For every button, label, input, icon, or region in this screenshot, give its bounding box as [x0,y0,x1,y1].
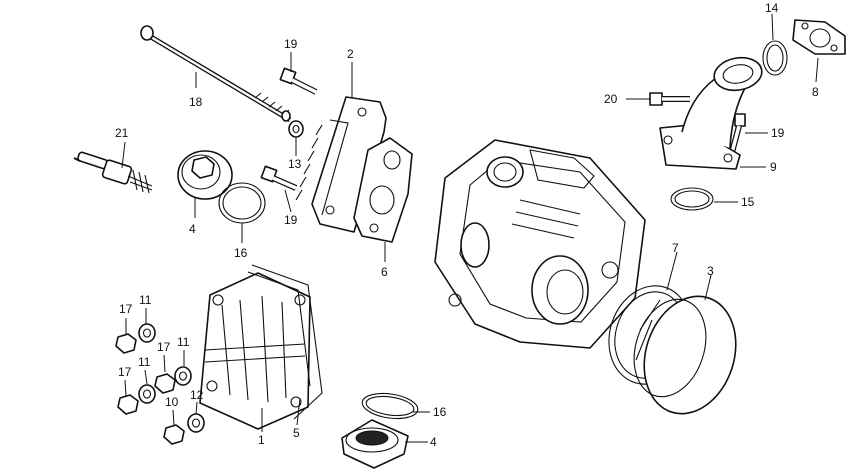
callout-2: 2 [347,47,354,61]
part-11-washer-b [138,384,156,404]
part-6-gasket [353,137,413,243]
part-14-o-ring [762,40,788,76]
callout-21: 21 [115,126,129,140]
callout-19-mid: 19 [284,213,298,227]
callout-6: 6 [381,265,388,279]
part-13-washer [288,120,304,138]
part-5-cover-gasket [247,264,323,420]
callout-9: 9 [770,160,777,174]
callout-labels: 21 18 4 16 19 13 19 2 6 1 5 16 4 7 3 15 … [115,1,819,449]
part-21-spark-plug [73,151,153,194]
callout-17-c: 17 [118,365,132,379]
cylinder-head [434,139,646,349]
part-11-washer-c [174,366,192,386]
callout-3: 3 [707,264,714,278]
callout-5: 5 [293,426,300,440]
part-1-head-cover [199,272,311,430]
callout-4-upper: 4 [189,222,196,236]
leader-lines [121,13,819,443]
callout-19-right: 19 [771,126,785,140]
callout-18: 18 [189,95,203,109]
part-8-insulator [792,19,846,55]
callout-15: 15 [741,195,755,209]
callout-4-lower: 4 [430,435,437,449]
callout-13: 13 [288,157,302,171]
part-17-nut-c [117,394,139,415]
callout-8: 8 [812,85,819,99]
part-19-bolt-mid [260,165,298,191]
part-12-washer [187,413,205,433]
part-4-tappet-cap-upper [177,150,233,200]
callout-1: 1 [258,433,265,447]
callout-16-lower: 16 [433,405,447,419]
part-11-washer-a [138,323,156,343]
part-20-bolt [649,92,690,106]
callout-17-a: 17 [119,302,133,316]
callout-16-upper: 16 [234,246,248,260]
part-16-o-ring-lower [361,392,419,420]
callout-20: 20 [604,92,618,106]
callout-10: 10 [165,395,179,409]
part-18-stud-bolt [140,25,292,123]
callout-11-c: 11 [177,335,190,349]
part-17-nut-b [154,373,176,394]
part-4-tappet-cap-lower [341,419,409,469]
part-17-nut-a [115,333,137,354]
callout-17-b: 17 [157,340,171,354]
part-3-round-cover [633,295,737,415]
callout-11-a: 11 [139,293,152,307]
part-16-o-ring-upper [218,182,266,224]
callout-11-b: 11 [138,355,151,369]
part-9-intake-pipe [659,56,763,170]
part-15-o-ring [670,187,714,211]
callout-7: 7 [672,241,679,255]
callout-12: 12 [190,388,204,402]
callout-14: 14 [765,1,779,15]
part-10-nut [163,424,185,445]
callout-19-upper: 19 [284,37,298,51]
part-19-bolt-upper [279,67,318,95]
